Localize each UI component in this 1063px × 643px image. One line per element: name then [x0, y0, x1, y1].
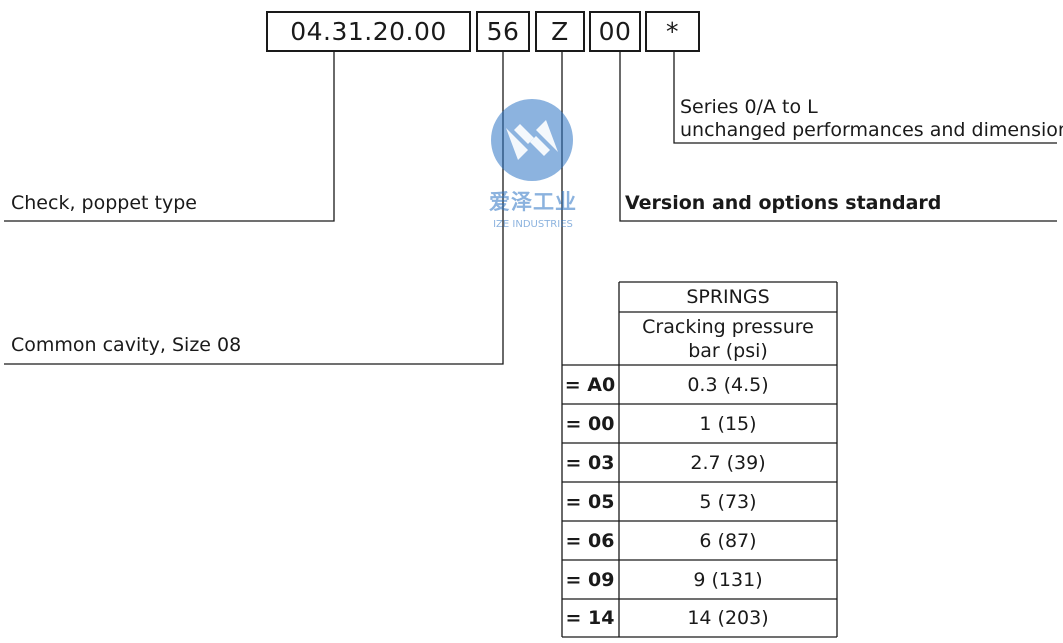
spring-code: = 06 — [565, 530, 615, 552]
leader-version — [619, 52, 1057, 222]
watermark-logo-icon — [491, 99, 573, 181]
spring-code: = 05 — [565, 491, 615, 513]
version-label: Version and options standard — [625, 192, 942, 214]
code-segment-series: * — [645, 11, 700, 52]
leader-series — [673, 52, 1057, 144]
series-label: Series 0/A to L unchanged performances a… — [680, 96, 1063, 142]
series-line1: Series 0/A to L — [680, 96, 818, 118]
spring-code: = 00 — [565, 413, 615, 435]
leader-check — [4, 52, 335, 222]
spring-pressure: 5 (73) — [699, 491, 757, 513]
watermark-en-text: IZE INDUSTRIES — [493, 219, 573, 230]
code-segment-cavity: 56 — [476, 11, 530, 52]
spring-pressure: 14 (203) — [687, 607, 769, 629]
code-segment-version: 00 — [589, 11, 641, 52]
series-line2: unchanged performances and dimensions — [680, 119, 1063, 141]
springs-header: Cracking pressure bar (psi) — [619, 313, 837, 365]
springs-header-line1: Cracking pressure — [642, 316, 814, 338]
spring-code: = 14 — [565, 607, 615, 629]
spring-code: = 09 — [565, 569, 615, 591]
spring-pressure: 6 (87) — [699, 530, 757, 552]
spring-code: = 03 — [565, 452, 615, 474]
watermark-cn-text: 爱泽工业 — [489, 190, 577, 214]
springs-header-line2: bar (psi) — [688, 340, 768, 362]
cavity-label: Common cavity, Size 08 — [11, 334, 242, 356]
check-label: Check, poppet type — [11, 192, 197, 214]
spring-pressure: 2.7 (39) — [690, 452, 766, 474]
springs-title: SPRINGS — [686, 286, 770, 308]
spring-pressure: 9 (131) — [693, 569, 763, 591]
spring-pressure: 1 (15) — [699, 413, 757, 435]
spring-code: = A0 — [564, 374, 616, 396]
springs-table-grid — [561, 281, 838, 638]
spring-pressure: 0.3 (4.5) — [687, 374, 769, 396]
code-segment-model: 04.31.20.00 — [266, 11, 471, 52]
code-segment-spring: Z — [535, 11, 585, 52]
watermark: 爱泽工业 IZE INDUSTRIES — [478, 98, 588, 238]
